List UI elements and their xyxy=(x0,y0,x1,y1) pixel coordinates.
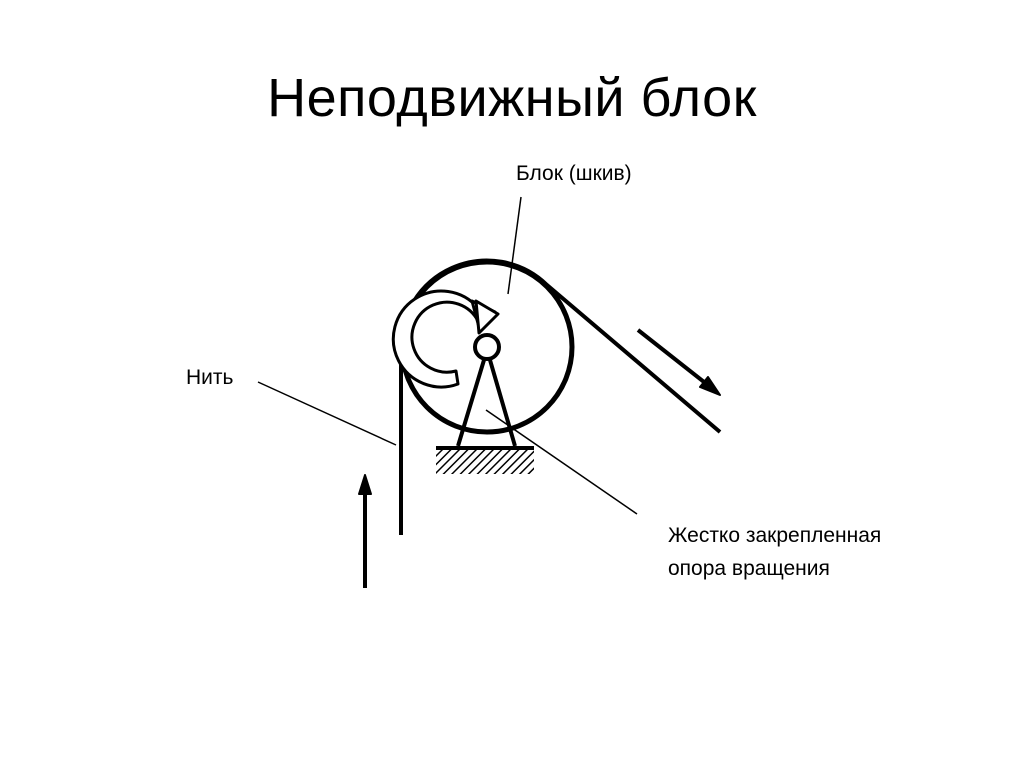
support-hatching xyxy=(436,450,534,474)
support-label-line2: опора вращения xyxy=(668,557,830,580)
block-leader-line xyxy=(507,196,522,295)
support-triangle xyxy=(456,359,517,447)
rotation-arrow-icon xyxy=(391,289,500,389)
thread-label: Нить xyxy=(186,366,234,389)
thread-leader-line xyxy=(257,381,397,446)
arrow-down-right-icon xyxy=(636,328,721,396)
block-label: Блок (шкив) xyxy=(516,162,632,185)
arrow-up-icon xyxy=(358,474,372,588)
support-label-line1: Жестко закрепленная xyxy=(668,524,882,547)
axle xyxy=(473,333,501,361)
slide-title: Неподвижный блок xyxy=(267,68,757,128)
support-leader-line xyxy=(485,409,638,515)
